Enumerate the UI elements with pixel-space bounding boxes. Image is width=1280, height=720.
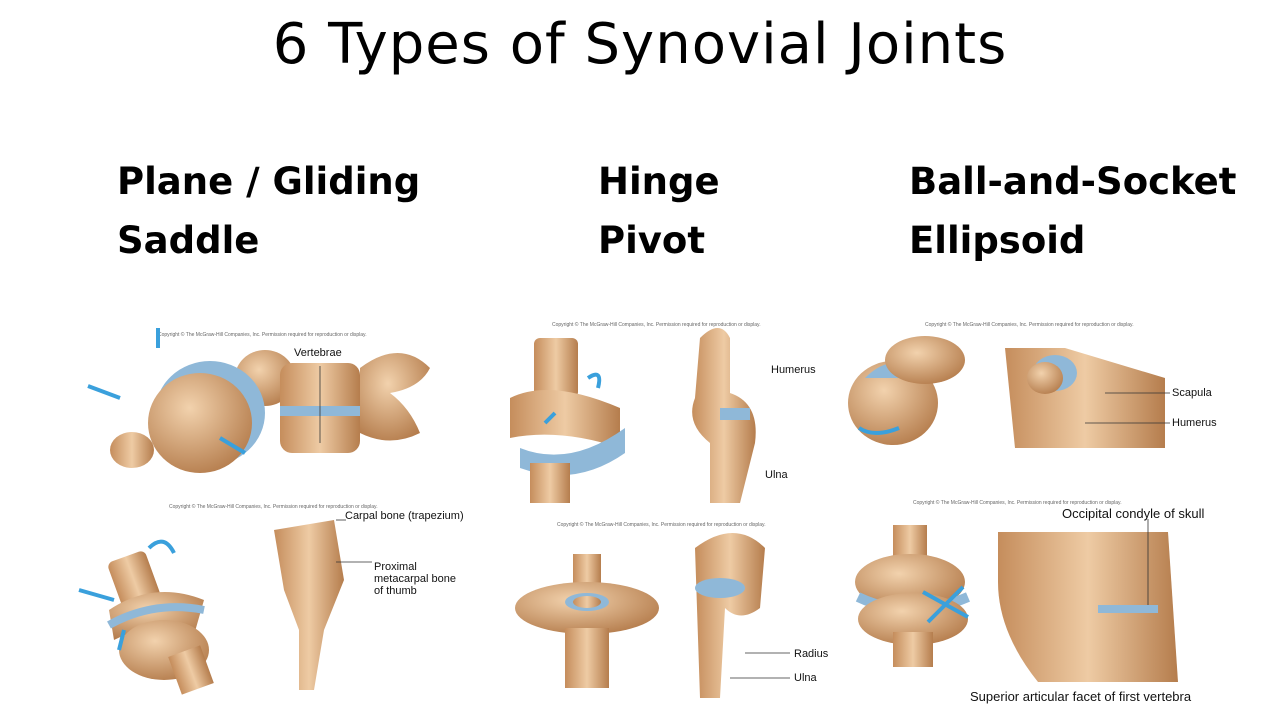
label-hinge: Hinge (598, 160, 720, 203)
label-vertebrae: Vertebrae (294, 347, 342, 359)
copyright-note: Copyright © The McGraw-Hill Companies, I… (158, 332, 367, 338)
label-ulna: Ulna (794, 672, 817, 684)
label-superior-articular-facet: Superior articular facet of first verteb… (970, 689, 1192, 704)
copyright-note: Copyright © The McGraw-Hill Companies, I… (913, 500, 1122, 506)
saddle-joint-drawing (78, 519, 372, 695)
copyright-note: Copyright © The McGraw-Hill Companies, I… (925, 322, 1134, 328)
label-ulna: Ulna (765, 469, 788, 481)
copyright-note: Copyright © The McGraw-Hill Companies, I… (552, 322, 761, 328)
label-radius: Radius (794, 648, 829, 660)
label-proximal: Proximal (374, 561, 417, 573)
label-saddle: Saddle (117, 219, 260, 262)
pivot-joint-drawing (515, 533, 790, 698)
label-ball-and-socket: Ball-and-Socket (909, 160, 1237, 203)
slide-title: 6 Types of Synovial Joints (272, 12, 1008, 77)
plane-joint-illustration: Copyright © The McGraw-Hill Companies, I… (80, 328, 445, 480)
pivot-joint-illustration: Copyright © The McGraw-Hill Companies, I… (505, 518, 830, 698)
ellipsoid-joint-illustration: Copyright © The McGraw-Hill Companies, I… (848, 497, 1230, 707)
label-of-thumb: of thumb (374, 585, 417, 597)
ball-and-socket-joint-illustration: Copyright © The McGraw-Hill Companies, I… (845, 318, 1230, 458)
ball-and-socket-joint-drawing (848, 336, 1170, 448)
hinge-joint-illustration: Copyright © The McGraw-Hill Companies, I… (500, 318, 830, 506)
label-carpal-bone: Carpal bone (trapezium) (345, 510, 464, 522)
plane-joint-drawing (87, 328, 430, 473)
ellipsoid-joint-drawing (855, 519, 1178, 682)
copyright-note: Copyright © The McGraw-Hill Companies, I… (557, 522, 766, 528)
label-plane-gliding: Plane / Gliding (117, 160, 421, 203)
label-ellipsoid: Ellipsoid (909, 219, 1086, 262)
label-humerus: Humerus (1172, 417, 1217, 429)
copyright-note: Copyright © The McGraw-Hill Companies, I… (169, 504, 378, 510)
label-metacarpal-bone: metacarpal bone (374, 573, 456, 585)
saddle-joint-illustration: Copyright © The McGraw-Hill Companies, I… (74, 500, 474, 695)
label-occipital-condyle: Occipital condyle of skull (1062, 506, 1205, 521)
label-pivot: Pivot (598, 219, 706, 262)
hinge-joint-drawing (510, 328, 756, 503)
label-humerus: Humerus (771, 364, 816, 376)
label-scapula: Scapula (1172, 387, 1212, 399)
